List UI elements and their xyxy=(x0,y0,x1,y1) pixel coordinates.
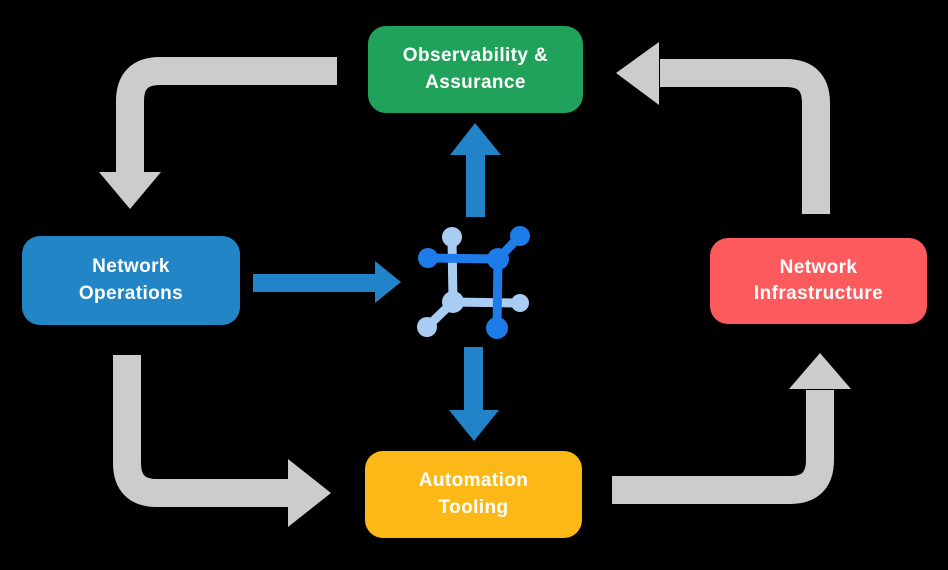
node-observability-assurance-label: Observability & Assurance xyxy=(402,45,549,93)
arrow-automation-to-infrastructure xyxy=(612,353,851,504)
node-observability-assurance: Observability & Assurance xyxy=(368,26,583,113)
node-network-infrastructure: Network Infrastructure xyxy=(710,238,927,324)
arrow-operations-to-center xyxy=(253,261,401,303)
node-network-operations-label: Network Operations xyxy=(78,256,184,304)
node-network-infrastructure-label: Network Infrastructure xyxy=(753,256,884,304)
arrow-center-to-automation xyxy=(449,347,499,441)
node-automation-tooling-label: Automation Tooling xyxy=(418,470,529,518)
arrow-observability-to-operations xyxy=(99,57,337,209)
node-automation-tooling: Automation Tooling xyxy=(365,451,582,538)
arrow-center-to-observability xyxy=(450,123,501,217)
arrow-infrastructure-to-observability xyxy=(616,42,830,214)
network-fabric-icon xyxy=(417,226,530,339)
arrow-operations-to-automation xyxy=(113,355,331,527)
node-network-operations: Network Operations xyxy=(22,236,240,325)
